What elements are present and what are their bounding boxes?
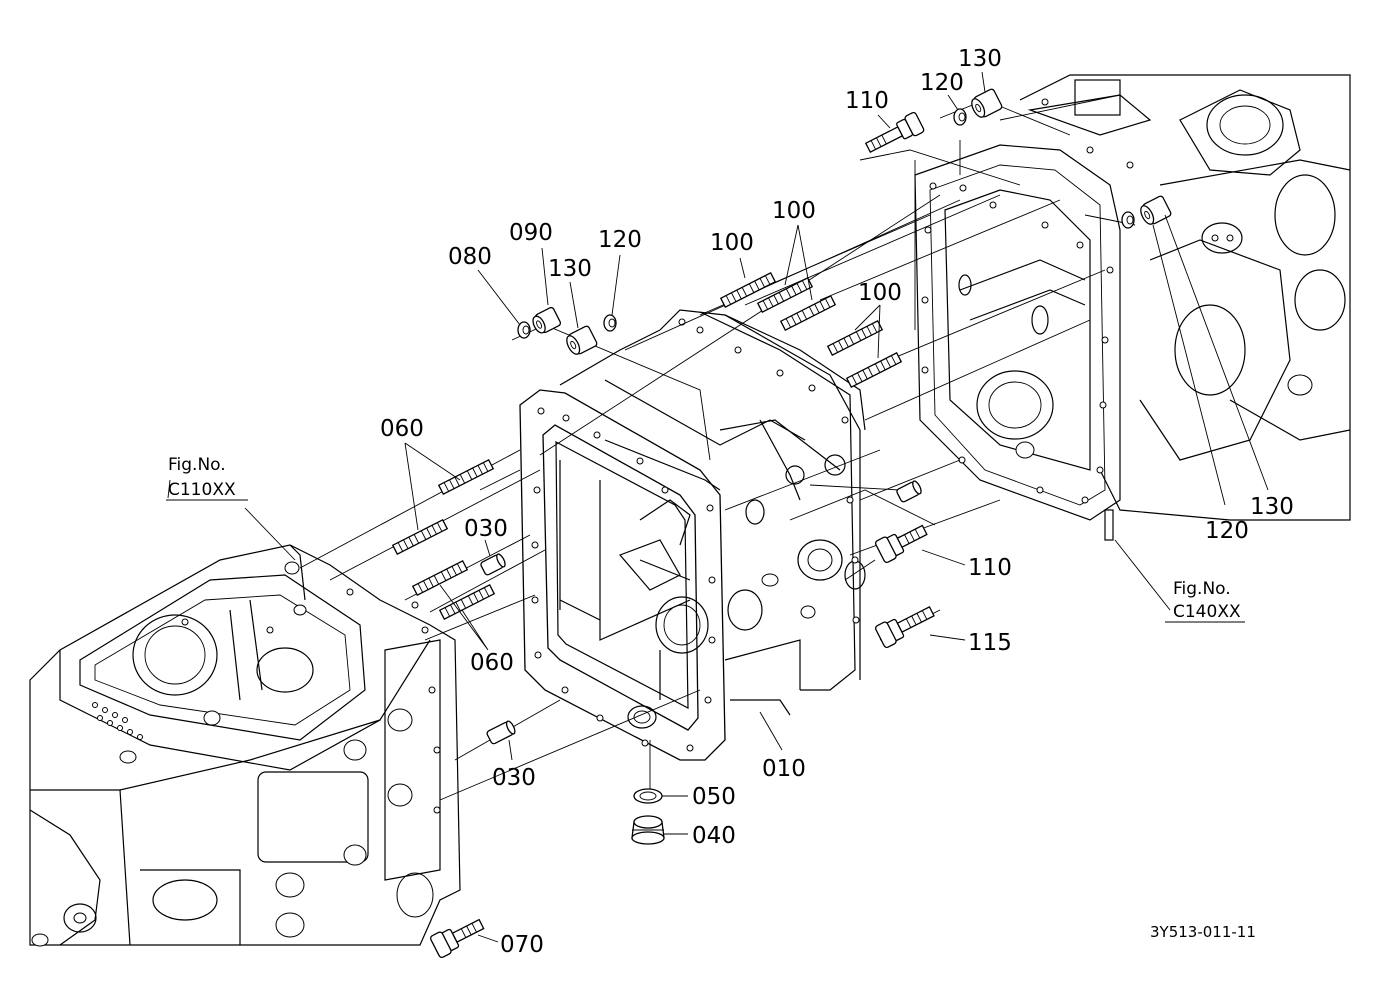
callout-080: 080 — [448, 244, 492, 270]
callout-060-lower: 060 — [470, 650, 514, 676]
figure-reference-c110[interactable]: Fig.No. C110XX — [166, 455, 248, 501]
callout-130-top: 130 — [958, 46, 1002, 72]
nuts-and-washers — [517, 88, 1172, 355]
callout-050: 050 — [692, 784, 736, 810]
alignment-lines — [299, 94, 1136, 801]
callout-120-top: 120 — [920, 70, 964, 96]
fig-ref-c140-title: Fig.No. — [1173, 579, 1231, 599]
diagram-code: 3Y513-011-11 — [1150, 923, 1256, 941]
hole-pattern — [92, 702, 143, 740]
front-transmission-case-drawing — [29, 544, 461, 947]
fig-ref-c140-code: C140XX — [1173, 602, 1241, 622]
part-callouts: 130 120 110 100 090 080 130 120 100 100 … — [380, 46, 1294, 958]
hex-bolts — [429, 111, 935, 959]
callout-090: 090 — [509, 220, 553, 246]
callout-040: 040 — [692, 823, 736, 849]
callout-100-upper: 100 — [772, 198, 816, 224]
callout-060-upper: 060 — [380, 416, 424, 442]
center-transmission-case-drawing — [519, 309, 866, 761]
callout-010: 010 — [762, 756, 806, 782]
leader-lines — [167, 71, 1269, 943]
fig-ref-c110-code: C110XX — [168, 480, 236, 500]
callout-130-left: 130 — [548, 256, 592, 282]
callout-030-lower: 030 — [492, 765, 536, 791]
callout-100-right: 100 — [858, 280, 902, 306]
drain-plug-assembly — [631, 788, 665, 845]
callout-115: 115 — [968, 630, 1012, 656]
callout-110-top: 110 — [845, 88, 889, 114]
callout-120-left: 120 — [598, 227, 642, 253]
rear-transmission-case-drawing — [914, 74, 1351, 541]
callout-070: 070 — [500, 932, 544, 958]
figure-reference-c140[interactable]: Fig.No. C140XX — [1165, 579, 1245, 623]
dowel-pins — [480, 480, 922, 745]
fig-ref-c110-title: Fig.No. — [168, 455, 226, 475]
callout-120-right: 120 — [1205, 518, 1249, 544]
callout-100-left: 100 — [710, 230, 754, 256]
callout-110-right: 110 — [968, 555, 1012, 581]
stud-bolts — [391, 271, 903, 621]
callout-130-right: 130 — [1250, 494, 1294, 520]
callout-030-upper: 030 — [464, 516, 508, 542]
